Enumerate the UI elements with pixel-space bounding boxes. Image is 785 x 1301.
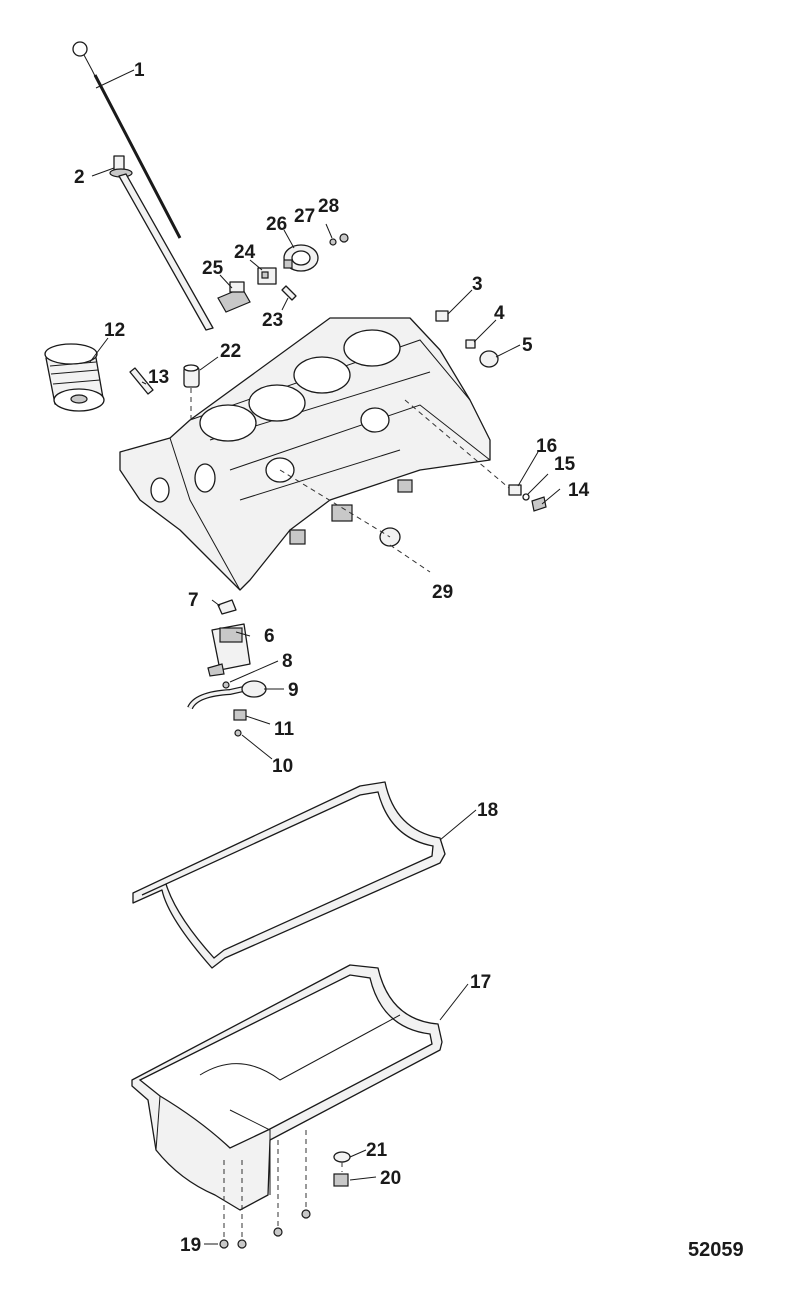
clip-11 (233, 709, 247, 721)
screw-8 (222, 681, 230, 689)
callout-21: 21 (366, 1140, 388, 1161)
oil-filter (44, 343, 105, 412)
callout-7: 7 (188, 590, 199, 611)
callout-3: 3 (472, 274, 483, 295)
leader-lines (89, 69, 561, 1245)
callout-14: 14 (568, 480, 590, 501)
fitting-16 (508, 484, 522, 496)
sender-26 (283, 244, 319, 272)
washer-21 (333, 1151, 351, 1163)
callout-25: 25 (202, 258, 224, 279)
callout-17: 17 (470, 972, 491, 993)
oil-pan-17 (131, 964, 443, 1211)
callout-19: 19 (180, 1235, 201, 1256)
callout-13: 13 (148, 367, 169, 388)
oil-pan-gasket-18 (132, 781, 446, 969)
pin-13 (129, 367, 154, 395)
screw-10 (234, 729, 242, 737)
callout-4: 4 (494, 303, 505, 324)
drain-plug-20 (333, 1173, 349, 1187)
plug-3 (435, 310, 449, 322)
callout-24: 24 (234, 242, 256, 263)
callout-28: 28 (318, 196, 339, 217)
alignment-lines (190, 388, 510, 1240)
callout-6: 6 (264, 626, 275, 647)
callout-9: 9 (288, 680, 299, 701)
callout-11: 11 (274, 719, 295, 740)
connector-24 (257, 267, 277, 285)
callout-22: 22 (220, 341, 241, 362)
callout-18: 18 (477, 800, 498, 821)
cup-plug-5 (479, 350, 499, 368)
oil-pump-6 (207, 623, 251, 677)
figure-id: 52059 (688, 1239, 744, 1261)
oring-15 (522, 493, 530, 501)
callout-23: 23 (262, 310, 283, 331)
dowel-22 (183, 364, 200, 388)
callout-16: 16 (536, 436, 557, 457)
washer-27 (329, 238, 337, 246)
plug-4 (465, 339, 476, 349)
callout-5: 5 (522, 335, 533, 356)
callout-26: 26 (266, 214, 287, 235)
engine-block (119, 317, 491, 591)
bracket-7 (217, 599, 237, 615)
dipstick-tube (109, 155, 214, 331)
dipstick (72, 41, 183, 239)
sensor-25 (217, 281, 251, 313)
callout-29: 29 (432, 582, 453, 603)
nut-28 (339, 233, 349, 243)
callout-10: 10 (272, 756, 293, 777)
callout-1: 1 (134, 60, 145, 81)
pickup-tube-9 (187, 680, 267, 710)
fitting-23 (281, 285, 297, 301)
callout-2: 2 (74, 167, 85, 188)
pan-bolts-19 (219, 1209, 311, 1249)
callout-12: 12 (104, 320, 125, 341)
callout-20: 20 (380, 1168, 401, 1189)
callout-15: 15 (554, 454, 576, 475)
callout-27: 27 (294, 206, 315, 227)
callout-labels: 1 2 3 4 5 6 7 8 9 10 11 12 13 14 15 16 1… (74, 60, 590, 1256)
callout-8: 8 (282, 651, 293, 672)
sensor-14 (531, 496, 547, 512)
